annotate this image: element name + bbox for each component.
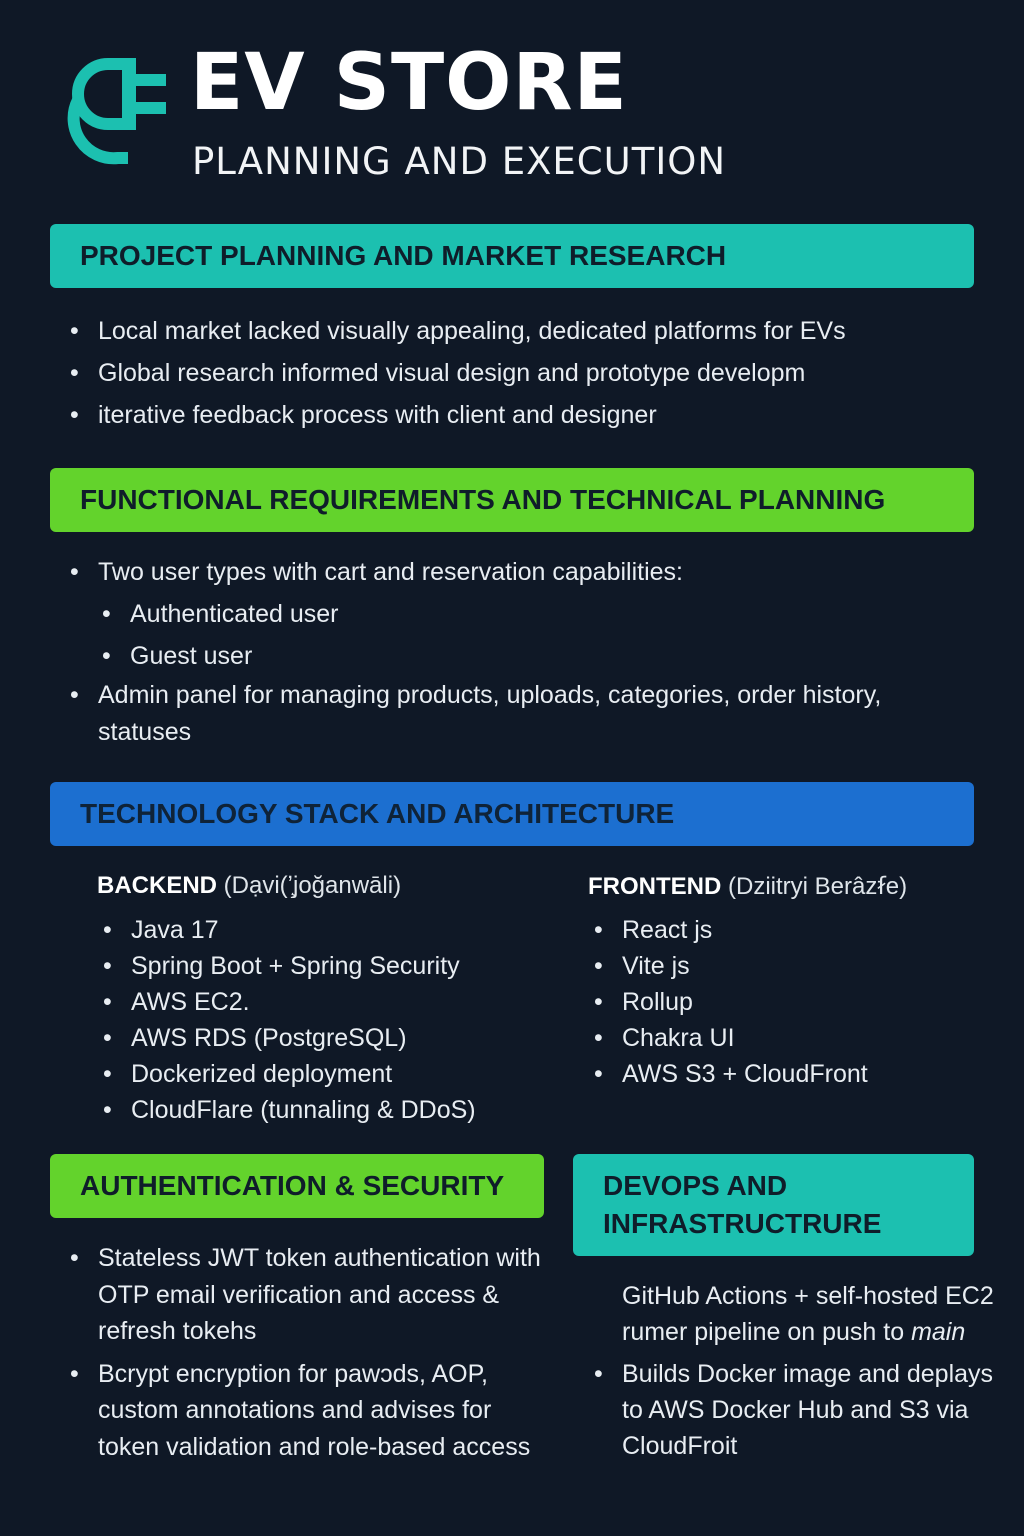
backend-owner: (Dạvi(ʼ̧joğanwāli) bbox=[223, 872, 402, 899]
frontend-heading: FRONTEND (Dziitryi Berâzẜe) bbox=[588, 872, 907, 901]
list-item: React js bbox=[594, 912, 994, 948]
list-item: AWS EC2. bbox=[103, 984, 563, 1020]
backend-heading: BACKEND (Dạvi(ʼ̧joğanwāli) bbox=[97, 872, 401, 900]
section-banner-requirements: FUNCTIONAL REQUIREMENTS AND TECHNICAL PL… bbox=[50, 468, 974, 532]
frontend-label: FRONTEND bbox=[588, 873, 722, 900]
list-item: CloudFlare (tunnaling & DDoS) bbox=[103, 1092, 563, 1128]
list-item: Spring Boot + Spring Security bbox=[103, 948, 563, 984]
list-item: AWS RDS (PostgreSQL) bbox=[103, 1020, 563, 1056]
frontend-owner: (Dziitryi Berâzẜe) bbox=[728, 873, 908, 900]
requirements-list: Two user types with cart and reservation… bbox=[70, 551, 980, 751]
section-banner-stack: TECHNOLOGY STACK AND ARCHITECTURE bbox=[50, 782, 974, 846]
planning-list: Local market lacked visually appealing, … bbox=[70, 310, 970, 436]
list-item: Guest user bbox=[70, 635, 980, 677]
section-banner-devops: DEVOPS AND INFRASTRUCTRURE bbox=[573, 1154, 974, 1256]
devops-list: GitHub Actions + self-hosted EC2 rumer p… bbox=[594, 1278, 994, 1470]
list-item: Local market lacked visually appealing, … bbox=[70, 310, 970, 352]
list-item: Global research informed visual design a… bbox=[70, 352, 970, 394]
section-banner-auth: AUTHENTICATION & SECURITY bbox=[50, 1154, 544, 1218]
list-item: Chakra UI bbox=[594, 1020, 994, 1056]
list-item: Two user types with cart and reservation… bbox=[70, 551, 980, 593]
backend-list: Java 17 Spring Boot + Spring Security AW… bbox=[103, 912, 563, 1128]
list-item: GitHub Actions + self-hosted EC2 rumer p… bbox=[594, 1278, 994, 1350]
page-subtitle: PLANNING AND EXECUTION bbox=[192, 140, 727, 183]
page-title: EV STORE bbox=[190, 38, 628, 128]
list-item: AWS S3 + CloudFront bbox=[594, 1056, 994, 1092]
list-item: Dockerized deployment bbox=[103, 1056, 563, 1092]
list-item: Rollup bbox=[594, 984, 994, 1020]
branch-name: main bbox=[911, 1318, 966, 1346]
plug-icon bbox=[67, 58, 166, 165]
devops-item-text: GitHub Actions + self-hosted EC2 rumer p… bbox=[622, 1282, 994, 1346]
frontend-list: React js Vite js Rollup Chakra UI AWS S3… bbox=[594, 912, 994, 1092]
list-item: Authenticated user bbox=[70, 593, 980, 635]
list-item: iterative feedback process with client a… bbox=[70, 394, 970, 436]
section-banner-planning: PROJECT PLANNING AND MARKET RESEARCH bbox=[50, 224, 974, 288]
list-item: Stateless JWT token authentication with … bbox=[70, 1240, 550, 1350]
list-item: Vite js bbox=[594, 948, 994, 984]
list-item: Java 17 bbox=[103, 912, 563, 948]
backend-label: BACKEND bbox=[97, 872, 217, 899]
list-item: Admin panel for managing products, uploa… bbox=[70, 677, 980, 751]
auth-list: Stateless JWT token authentication with … bbox=[70, 1240, 550, 1471]
list-item: Builds Docker image and deplays to AWS D… bbox=[594, 1356, 994, 1464]
list-item: Bcrypt encryption for pawɔds, AOP, custo… bbox=[70, 1356, 550, 1466]
